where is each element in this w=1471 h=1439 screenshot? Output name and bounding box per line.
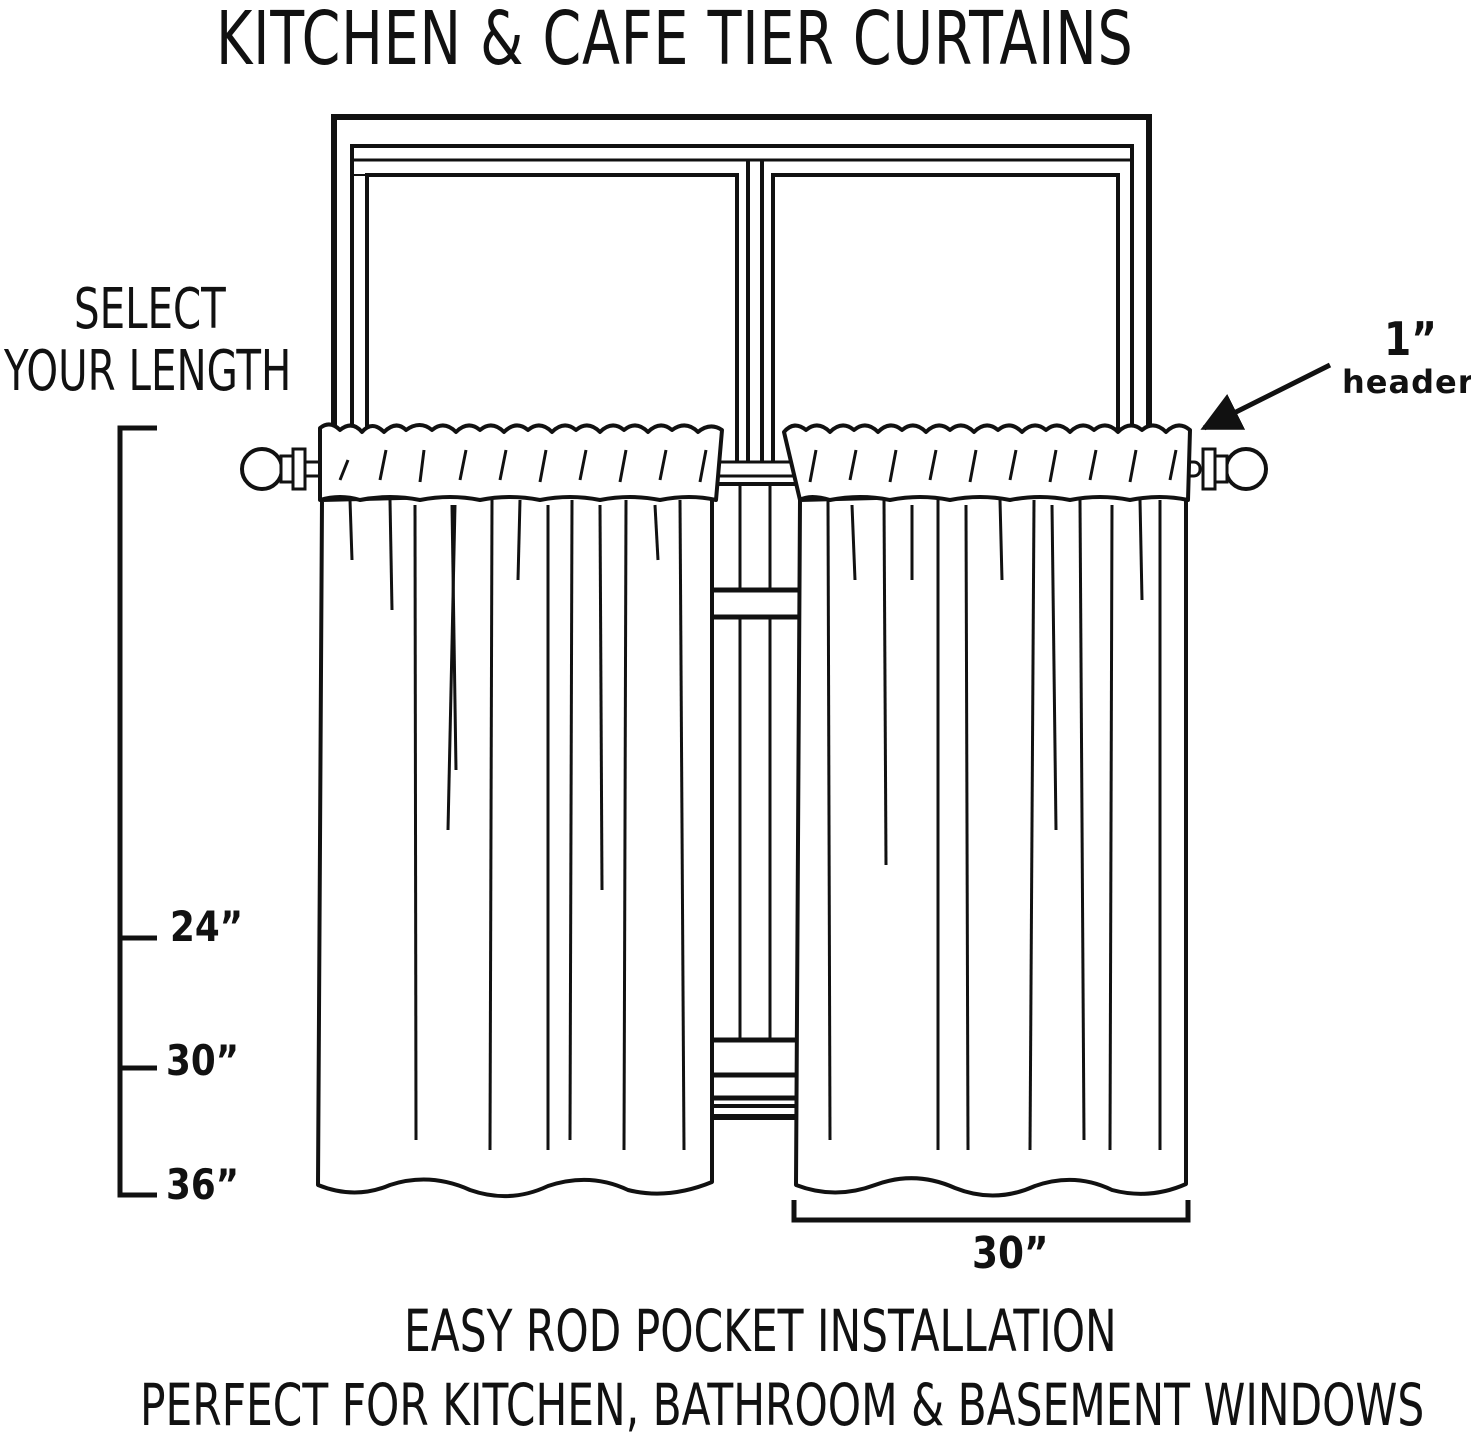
length-option-30: 30” bbox=[166, 1036, 240, 1085]
length-bracket bbox=[117, 425, 157, 1198]
select-length-label-line1: SELECT bbox=[74, 277, 226, 342]
header-word-label: header bbox=[1342, 363, 1471, 401]
header-size-label: 1” bbox=[1384, 312, 1437, 366]
length-option-36: 36” bbox=[166, 1160, 240, 1209]
length-option-24: 24” bbox=[170, 902, 244, 951]
window-frame bbox=[331, 114, 1152, 1120]
page-title: KITCHEN & CAFE TIER CURTAINS bbox=[216, 0, 1134, 82]
right-curtain-panel bbox=[782, 423, 1192, 1198]
panel-width-label: 30” bbox=[972, 1228, 1049, 1279]
left-curtain-panel bbox=[316, 422, 724, 1199]
select-length-label-line2: YOUR LENGTH bbox=[4, 339, 292, 404]
feature-rod-pocket: EASY ROD POCKET INSTALLATION bbox=[404, 1297, 1117, 1365]
width-bracket bbox=[791, 1200, 1191, 1223]
feature-usage: PERFECT FOR KITCHEN, BATHROOM & BASEMENT… bbox=[140, 1371, 1425, 1439]
header-arrow bbox=[1200, 362, 1332, 431]
